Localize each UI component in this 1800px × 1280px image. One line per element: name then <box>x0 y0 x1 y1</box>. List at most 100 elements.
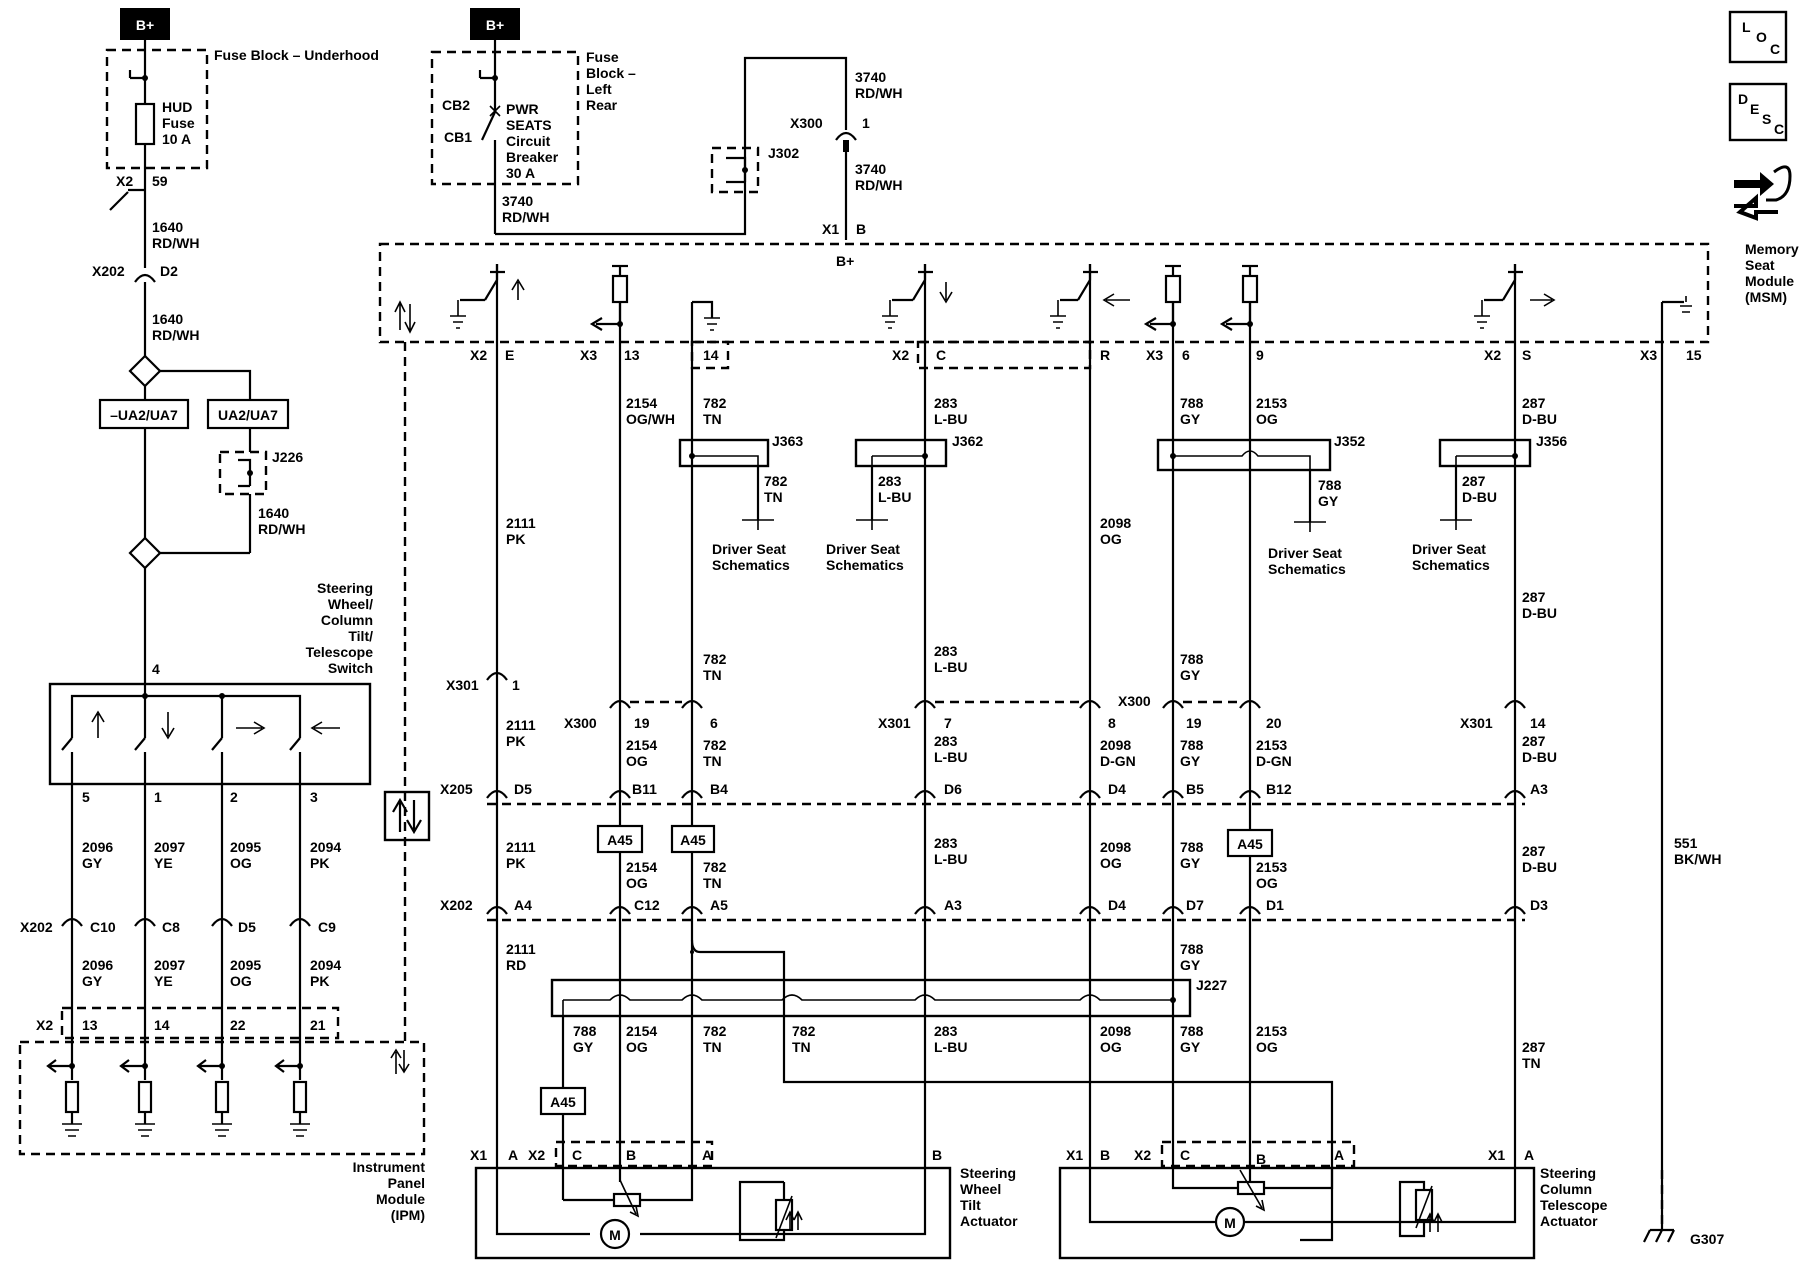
svg-text:YE: YE <box>154 973 173 989</box>
svg-text:GY: GY <box>1180 1039 1201 1055</box>
svg-text:283: 283 <box>934 643 958 659</box>
svg-text:782: 782 <box>792 1023 816 1039</box>
desc-icon[interactable]: D E S C <box>1728 82 1788 142</box>
svg-text:788: 788 <box>1180 737 1204 753</box>
j226-label: J226 <box>272 449 303 465</box>
switch-housing <box>48 682 372 786</box>
svg-text:7: 7 <box>944 715 952 731</box>
svg-text:782: 782 <box>703 395 727 411</box>
ground-wire-color: BK/WH <box>1674 851 1721 867</box>
x202-top: X202 <box>92 263 125 279</box>
svg-text:22: 22 <box>230 1017 246 1033</box>
svg-text:A3: A3 <box>944 897 962 913</box>
x300-top: X300 <box>790 115 823 131</box>
option-diamond-top <box>128 354 162 388</box>
svg-text:X301: X301 <box>446 677 479 693</box>
svg-text:YE: YE <box>154 855 173 871</box>
memory-seat-module <box>378 242 1710 344</box>
svg-text:B: B <box>1256 1151 1266 1167</box>
svg-text:B: B <box>932 1147 942 1163</box>
ipm-module <box>18 1040 426 1156</box>
svg-text:788: 788 <box>573 1023 597 1039</box>
connector-row-x301-x300: X301 1 X300 19 6 X301 7 8 X300 19 20 X30… <box>446 671 1546 731</box>
svg-text:D1: D1 <box>1266 897 1284 913</box>
option-yes-label: UA2/UA7 <box>218 407 278 423</box>
svg-text:X2: X2 <box>892 347 909 363</box>
serial-data-arrows-icon <box>392 797 422 835</box>
svg-text:14: 14 <box>1530 715 1546 731</box>
svg-text:L-BU: L-BU <box>878 489 911 505</box>
svg-text:D4: D4 <box>1108 781 1126 797</box>
svg-text:2098: 2098 <box>1100 515 1131 531</box>
svg-text:OG: OG <box>230 855 252 871</box>
svg-text:OG: OG <box>1100 855 1122 871</box>
option-ua2ua7 <box>206 398 290 430</box>
svg-text:GY: GY <box>1180 753 1201 769</box>
svg-text:OG: OG <box>626 753 648 769</box>
svg-text:O: O <box>1756 29 1767 45</box>
svg-text:9: 9 <box>1256 347 1264 363</box>
svg-text:D-GN: D-GN <box>1100 753 1136 769</box>
svg-text:6: 6 <box>710 715 718 731</box>
svg-text:X2: X2 <box>1134 1147 1151 1163</box>
svg-text:D-BU: D-BU <box>1522 411 1557 427</box>
svg-text:TN: TN <box>703 875 722 891</box>
svg-text:J356: J356 <box>1536 433 1567 449</box>
svg-text:B4: B4 <box>710 781 728 797</box>
svg-text:GY: GY <box>1180 957 1201 973</box>
svg-text:X2: X2 <box>528 1147 545 1163</box>
bplus-left: B+ <box>120 8 170 40</box>
svg-text:D: D <box>1738 91 1748 107</box>
loc-icon[interactable]: L O C <box>1728 10 1788 64</box>
svg-text:E: E <box>505 347 514 363</box>
x1-msm: X1 <box>822 221 839 237</box>
bplus-label-center: B+ <box>486 17 504 33</box>
serial-data-box <box>383 790 431 842</box>
connector-view-icon[interactable] <box>1734 165 1792 221</box>
svg-text:2153: 2153 <box>1256 395 1287 411</box>
wire-rdwh-b: RD/WH <box>152 327 199 343</box>
svg-text:8: 8 <box>1108 715 1116 731</box>
splice-j227: J227 <box>550 939 1334 1242</box>
j226-splice <box>218 450 268 496</box>
svg-text:A45: A45 <box>680 832 706 848</box>
svg-text:D5: D5 <box>514 781 532 797</box>
wire-1640-b: 1640 <box>152 311 183 327</box>
switch-contacts <box>61 696 302 784</box>
svg-text:287: 287 <box>1522 843 1546 859</box>
j302-splice <box>710 146 760 194</box>
svg-text:13: 13 <box>82 1017 98 1033</box>
svg-text:C: C <box>1774 121 1784 137</box>
svg-text:2094: 2094 <box>310 957 341 973</box>
svg-text:X300: X300 <box>1118 693 1151 709</box>
svg-text:2153: 2153 <box>1256 1023 1287 1039</box>
svg-text:283: 283 <box>934 395 958 411</box>
svg-text:PK: PK <box>310 855 329 871</box>
svg-text:782: 782 <box>703 651 727 667</box>
svg-text:B11: B11 <box>632 781 657 797</box>
svg-text:L-BU: L-BU <box>934 1039 967 1055</box>
option-no-label: –UA2/UA7 <box>110 407 178 423</box>
svg-text:B5: B5 <box>1186 781 1204 797</box>
ground-label: G307 <box>1690 1231 1724 1247</box>
svg-text:X300: X300 <box>564 715 597 731</box>
svg-text:TN: TN <box>703 753 722 769</box>
svg-text:B: B <box>626 1147 636 1163</box>
option-no-ua2ua7 <box>98 398 190 430</box>
svg-text:2096: 2096 <box>82 957 113 973</box>
option-diamond-bottom <box>128 536 162 570</box>
svg-text:C8: C8 <box>162 919 180 935</box>
svg-text:788: 788 <box>1318 477 1342 493</box>
